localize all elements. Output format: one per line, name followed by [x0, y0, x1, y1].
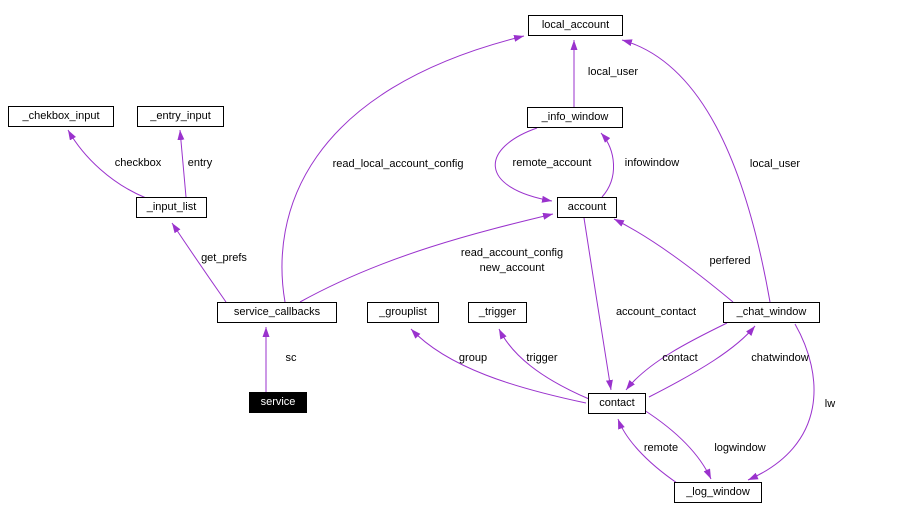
edge-contact-to-chat_window: [648, 325, 756, 398]
node-trigger[interactable]: _trigger: [468, 302, 527, 323]
edge-label-info_window-to-account: remote_account: [512, 157, 592, 169]
node-chat_window[interactable]: _chat_window: [723, 302, 820, 323]
edge-chat_window-to-local_account: [621, 39, 771, 303]
edge-service_callbacks-to-local_account: [281, 35, 525, 303]
edge-label-contact-to-log_window: logwindow: [714, 442, 766, 454]
edge-label-service-to-service_callbacks: sc: [285, 352, 297, 364]
node-contact[interactable]: contact: [588, 393, 646, 414]
edge-label-info_window-to-local_account: local_user: [587, 66, 639, 78]
edge-contact-to-trigger: [498, 328, 590, 400]
edge-contact-to-grouplist: [410, 328, 587, 404]
node-chekbox_input[interactable]: _chekbox_input: [8, 106, 114, 127]
edge-label-service_callbacks-to-input_list: get_prefs: [201, 252, 247, 264]
edge-label-account-to-contact: account_contact: [615, 306, 697, 318]
edge-input_list-to-chekbox_input: [67, 129, 147, 199]
node-input_list[interactable]: _input_list: [136, 197, 207, 218]
edge-label-contact-to-grouplist: group: [458, 352, 488, 364]
edge-label-chat_window-to-account: perfered: [709, 255, 751, 267]
edge-label-input_list-to-entry_input: entry: [187, 157, 213, 169]
edge-service_callbacks-to-account: [299, 212, 554, 303]
edge-log_window-to-contact: [617, 418, 678, 484]
edge-group: [67, 35, 815, 484]
edge-label-chat_window-to-log_window: lw: [824, 398, 836, 410]
edge-account-to-info_window: [600, 132, 615, 198]
edge-label-chat_window-to-contact: contact: [662, 352, 698, 364]
edge-label-service_callbacks-to-account: read_account_config: [460, 247, 564, 259]
edge-input_list-to-entry_input: [177, 129, 187, 198]
node-service_callbacks[interactable]: service_callbacks: [217, 302, 337, 323]
node-entry_input[interactable]: _entry_input: [137, 106, 224, 127]
edge-chat_window-to-log_window: [747, 323, 815, 481]
edge-label-service_callbacks-to-account-1: new_account: [479, 262, 545, 274]
node-grouplist[interactable]: _grouplist: [367, 302, 439, 323]
node-info_window[interactable]: _info_window: [527, 107, 623, 128]
edge-label-service_callbacks-to-local_account: read_local_account_config: [332, 158, 464, 170]
node-local_account[interactable]: local_account: [528, 15, 623, 36]
edge-chat_window-to-account: [613, 218, 734, 303]
edge-account-to-contact: [583, 217, 613, 391]
edge-label-log_window-to-contact: remote: [643, 442, 679, 454]
node-service[interactable]: service: [249, 392, 307, 413]
edge-label-input_list-to-chekbox_input: checkbox: [114, 157, 162, 169]
node-log_window[interactable]: _log_window: [674, 482, 762, 503]
edge-contact-to-log_window: [643, 409, 712, 480]
edge-label-contact-to-trigger: trigger: [526, 352, 558, 364]
edge-chat_window-to-contact: [625, 322, 728, 391]
edge-service_callbacks-to-input_list: [171, 222, 227, 303]
edge-label-account-to-info_window: infowindow: [624, 157, 680, 169]
edge-label-contact-to-chat_window: chatwindow: [751, 352, 809, 364]
node-account[interactable]: account: [557, 197, 617, 218]
edge-info_window-to-account: [494, 127, 553, 203]
edge-label-chat_window-to-local_account: local_user: [749, 158, 801, 170]
